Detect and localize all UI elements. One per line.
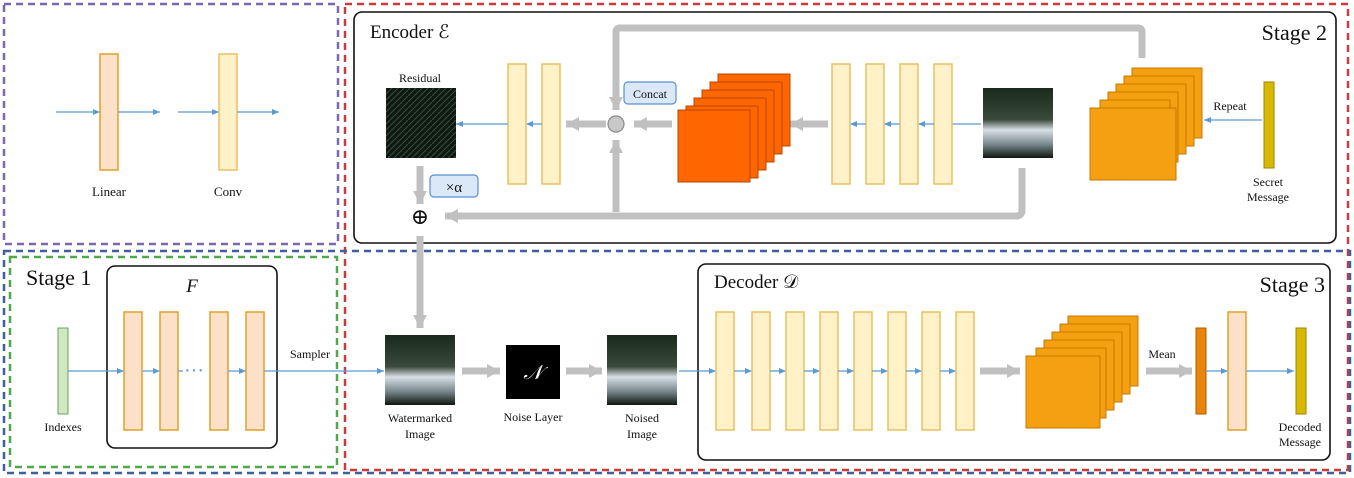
- legend-dashed-box: [2, 2, 340, 246]
- secret-message-label-2: Message: [1247, 190, 1289, 204]
- decoder-box: [697, 263, 1331, 461]
- decoder-feature-stack: [1025, 315, 1139, 429]
- watermarked-image: [385, 335, 455, 405]
- legend-conv-label: Conv: [214, 184, 243, 199]
- noised-image: [607, 335, 677, 405]
- stage2-dashed-box: [343, 2, 1350, 472]
- cover-image: [983, 88, 1053, 158]
- encoder-title: Encoder ℰ: [370, 22, 450, 43]
- concat-tag: [623, 81, 677, 105]
- legend-linear-label: Linear: [92, 184, 127, 199]
- skip-arrow-bottom: [445, 168, 1026, 223]
- repeat-label: Repeat: [1213, 99, 1247, 113]
- f-linear-layers: [123, 311, 265, 431]
- stage3-title: Stage 3: [1260, 272, 1325, 297]
- concat-node: [607, 115, 625, 133]
- legend-linear: Linear: [56, 53, 160, 199]
- encoder-box: [353, 11, 1337, 244]
- noise-layer-label: Noise Layer: [504, 410, 563, 424]
- residual-label: Residual: [399, 71, 442, 85]
- alpha-label: ×α: [446, 180, 462, 196]
- stage1-dashed-box: [8, 255, 339, 469]
- secret-message-label-1: Secret: [1253, 175, 1284, 189]
- secret-message-vector: [1263, 81, 1275, 169]
- repeated-message-stack: [1089, 67, 1203, 181]
- f-module-box: [106, 265, 278, 449]
- noise-layer-box: [506, 345, 560, 399]
- mean-label: Mean: [1148, 347, 1175, 361]
- feature-stack: [677, 73, 791, 183]
- indexes-label: Indexes: [44, 420, 82, 434]
- f-dots: ···: [184, 360, 204, 382]
- decoder-title: Decoder 𝒟: [714, 272, 799, 293]
- encoder-conv-group-right: [831, 63, 953, 185]
- encoder-conv-group-left: [456, 63, 561, 185]
- decoder-linear-layer: [1227, 311, 1247, 431]
- alpha-tag: [429, 174, 479, 198]
- decoder-conv-layers: [715, 311, 975, 431]
- decoded-message-label-1: Decoded: [1279, 420, 1322, 434]
- indexes-vector: [57, 327, 69, 415]
- legend-conv: Conv: [178, 53, 279, 199]
- watermarked-label-2: Image: [405, 427, 435, 441]
- decoded-message-vector: [1295, 327, 1307, 415]
- stage3-dashed-box: [2, 249, 1352, 475]
- skip-arrow-top: [609, 24, 1146, 110]
- concat-label: Concat: [633, 87, 668, 101]
- mean-vector: [1195, 327, 1207, 415]
- stage1-title: Stage 1: [26, 265, 91, 290]
- sampler-label: Sampler: [290, 347, 330, 361]
- noised-label-2: Image: [627, 427, 657, 441]
- watermarked-label-1: Watermarked: [388, 411, 452, 425]
- f-module-label: F: [185, 276, 198, 297]
- noised-label-1: Noised: [625, 411, 659, 425]
- add-node: ⊕: [411, 204, 429, 229]
- noise-symbol: 𝒩: [523, 362, 548, 384]
- residual-image: [386, 88, 456, 158]
- stage2-title: Stage 2: [1262, 20, 1327, 45]
- decoded-message-label-2: Message: [1279, 435, 1321, 449]
